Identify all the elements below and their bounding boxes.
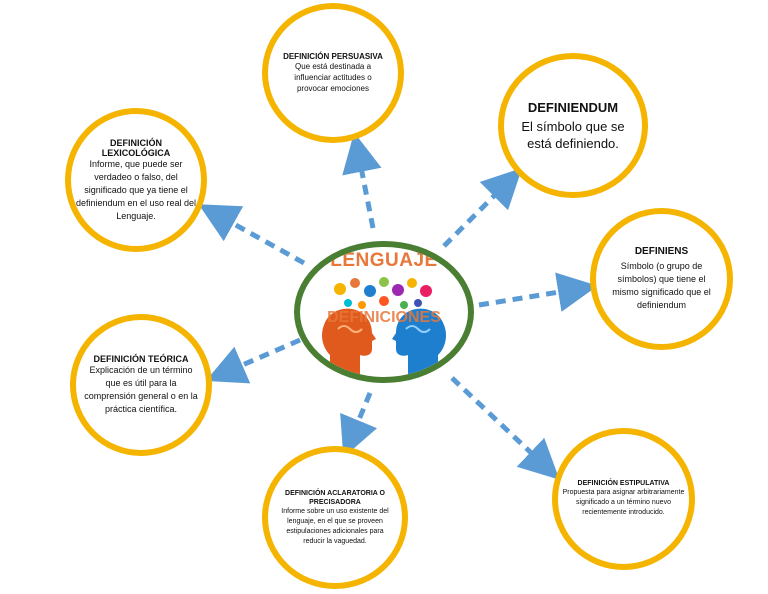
node-definiens: DEFINIENS Símbolo (o grupo de símbolos) … [590, 208, 733, 350]
node-text: El símbolo que se está definiendo. [516, 118, 631, 152]
node-title: DEFINICIÓN LEXICOLÓGICA [83, 138, 189, 158]
node-definicion-teorica: DEFINICIÓN TEÓRICA Explicación de un tér… [70, 314, 212, 456]
arrow-to-aclaratoria [351, 393, 370, 439]
node-title: DEFINIENS [635, 246, 688, 257]
node-title: DEFINICIÓN PERSUASIVA [283, 52, 383, 61]
arrow-to-definiendum [444, 182, 508, 246]
node-definicion-persuasiva: DEFINICIÓN PERSUASIVA Que está destinada… [262, 3, 404, 143]
node-title: DEFINICIÓN ACLARATORIA O PRECISADORA [283, 489, 388, 507]
center-topic: LENGUAJE DEFINICIONES [294, 241, 474, 383]
node-text: Explicación de un término que es útil pa… [81, 364, 201, 416]
node-text: Propuesta para asignar arbitrariamente s… [563, 488, 685, 518]
arrow-to-definiens [479, 289, 578, 305]
idea-bubbles-icon [334, 277, 432, 309]
node-title: DEFINIENDUM [528, 100, 618, 115]
arrow-to-persuasiva [358, 152, 373, 228]
arrow-to-estipulativa [452, 378, 545, 466]
node-text: Informe, que puede ser verdadeo o falso,… [75, 158, 197, 223]
center-title: LENGUAJE [300, 250, 468, 272]
node-definiendum: DEFINIENDUM El símbolo que se está defin… [498, 53, 648, 198]
node-text: Informe sobre un uso existente del lengu… [278, 507, 393, 547]
node-title: DEFINICIÓN TEÓRICA [93, 354, 188, 364]
node-definicion-lexicografica: DEFINICIÓN LEXICOLÓGICA Informe, que pue… [65, 108, 207, 252]
node-text: Que está destinada a influenciar actitud… [286, 61, 381, 94]
node-definicion-estipulativa: DEFINICIÓN ESTIPULATIVA Propuesta para a… [552, 428, 695, 570]
node-text: Símbolo (o grupo de símbolos) que tiene … [607, 260, 717, 312]
center-subtitle: DEFINICIONES [300, 309, 468, 327]
node-title: DEFINICIÓN ESTIPULATIVA [578, 480, 670, 487]
arrow-to-teorica [224, 340, 300, 373]
node-definicion-aclaratoria: DEFINICIÓN ACLARATORIA O PRECISADORA Inf… [262, 446, 408, 589]
arrow-to-lexicografica [216, 214, 304, 263]
